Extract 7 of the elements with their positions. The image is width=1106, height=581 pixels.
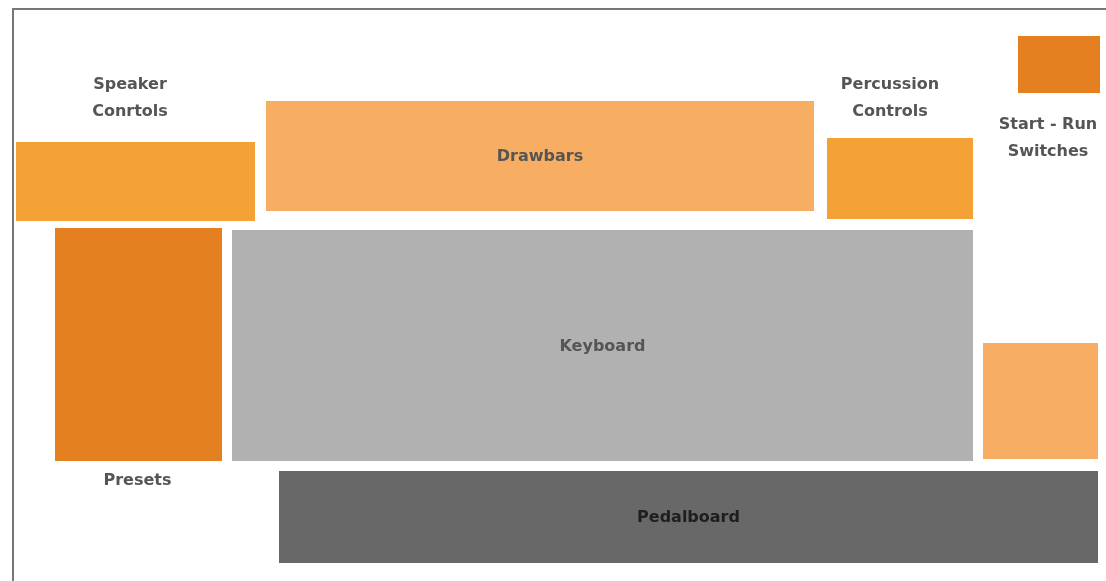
section-label: Percussion Controls — [839, 73, 941, 122]
section-label: Keyboard — [558, 334, 647, 357]
section-label: Pedalboard — [636, 506, 741, 528]
section-label: Presets — [102, 469, 173, 491]
section-label: Start - Run Switches — [997, 113, 1099, 162]
section-label: Drawbars — [495, 145, 585, 167]
section-label: Speaker Conrtols — [91, 73, 169, 122]
